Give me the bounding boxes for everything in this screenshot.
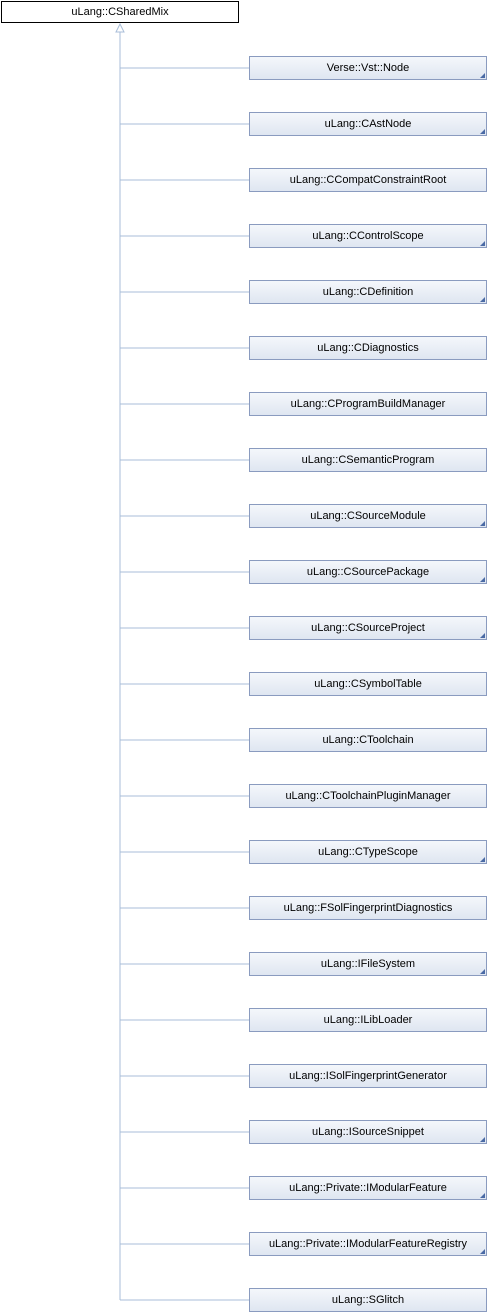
derived-class-node[interactable]: uLang::CDefinition	[249, 280, 487, 304]
derived-class-node[interactable]: uLang::CSourcePackage	[249, 560, 487, 584]
derived-class-node[interactable]: Verse::Vst::Node	[249, 56, 487, 80]
derived-class-node[interactable]: uLang::CControlScope	[249, 224, 487, 248]
derived-class-node[interactable]: uLang::CAstNode	[249, 112, 487, 136]
derived-class-node[interactable]: uLang::Private::IModularFeatureRegistry	[249, 1232, 487, 1256]
derived-class-node[interactable]: uLang::CTypeScope	[249, 840, 487, 864]
derived-class-node[interactable]: uLang::CToolchainPluginManager	[249, 784, 487, 808]
derived-class-node[interactable]: uLang::CToolchain	[249, 728, 487, 752]
derived-class-node[interactable]: uLang::CSemanticProgram	[249, 448, 487, 472]
base-class-node[interactable]: uLang::CSharedMix	[1, 1, 239, 23]
derived-class-node[interactable]: uLang::ISourceSnippet	[249, 1120, 487, 1144]
derived-class-node[interactable]: uLang::CSourceProject	[249, 616, 487, 640]
derived-class-node[interactable]: uLang::IFileSystem	[249, 952, 487, 976]
derived-class-node[interactable]: uLang::CDiagnostics	[249, 336, 487, 360]
derived-class-node[interactable]: uLang::CSourceModule	[249, 504, 487, 528]
derived-class-node[interactable]: uLang::SGlitch	[249, 1288, 487, 1312]
derived-class-node[interactable]: uLang::FSolFingerprintDiagnostics	[249, 896, 487, 920]
derived-class-node[interactable]: uLang::ILibLoader	[249, 1008, 487, 1032]
derived-class-node[interactable]: uLang::CCompatConstraintRoot	[249, 168, 487, 192]
derived-class-node[interactable]: uLang::Private::IModularFeature	[249, 1176, 487, 1200]
derived-class-node[interactable]: uLang::CSymbolTable	[249, 672, 487, 696]
derived-class-node[interactable]: uLang::CProgramBuildManager	[249, 392, 487, 416]
inheritance-arrow-icon	[115, 22, 125, 33]
derived-class-node[interactable]: uLang::ISolFingerprintGenerator	[249, 1064, 487, 1088]
